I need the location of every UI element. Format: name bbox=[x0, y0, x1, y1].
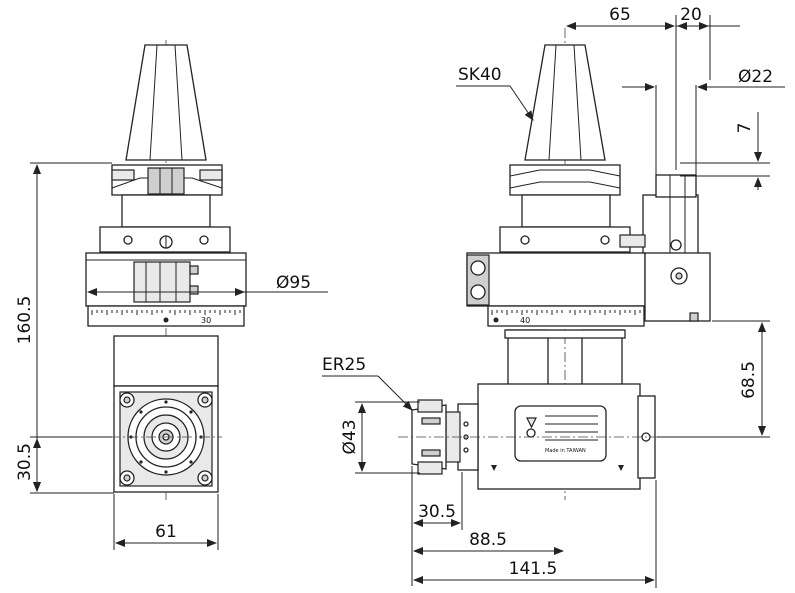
dim-7: 7 bbox=[735, 123, 755, 134]
label-sk40: SK40 bbox=[458, 65, 502, 85]
nameplate-text: Made in TAIWAN bbox=[545, 448, 586, 454]
dim-dia-43: Ø43 bbox=[340, 419, 360, 454]
front-scale-30: 30 bbox=[201, 316, 211, 325]
dim-88-5: 88.5 bbox=[469, 530, 507, 550]
dim-65: 65 bbox=[609, 5, 631, 25]
side-taper bbox=[524, 44, 606, 161]
dim-61: 61 bbox=[155, 522, 177, 542]
nameplate bbox=[514, 405, 607, 462]
dim-68-5: 68.5 bbox=[739, 361, 759, 399]
side-view: 40 Made in TAIWAN bbox=[398, 28, 711, 500]
front-view: 30 bbox=[85, 40, 247, 500]
dim-160-5: 160.5 bbox=[15, 296, 35, 345]
front-taper bbox=[125, 44, 207, 161]
side-scale-40: 40 bbox=[520, 316, 530, 325]
label-er25: ER25 bbox=[322, 355, 366, 375]
dim-141-5: 141.5 bbox=[509, 559, 558, 579]
dim-dia-22: Ø22 bbox=[738, 67, 773, 87]
dim-30-5-bottom: 30.5 bbox=[418, 502, 456, 522]
dim-20: 20 bbox=[680, 5, 702, 25]
dim-dia-95: Ø95 bbox=[276, 273, 311, 293]
side-dimensions: 65 20 SK40 Ø22 7 68.5 ER25 Ø43 bbox=[322, 5, 785, 588]
front-dimensions: 160.5 30.5 Ø95 61 bbox=[15, 162, 328, 550]
dim-30-5-left: 30.5 bbox=[15, 443, 35, 481]
